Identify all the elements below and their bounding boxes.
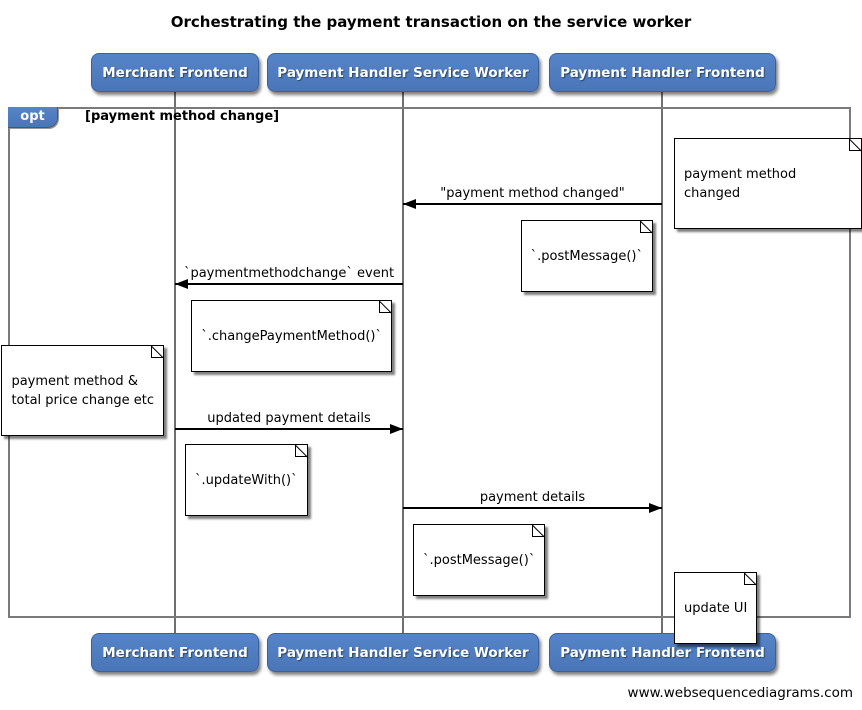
message-line bbox=[175, 424, 403, 434]
actor-bottom-payment-handler-service-worker: Payment Handler Service Worker bbox=[267, 633, 539, 672]
message-payment-details: payment details bbox=[403, 490, 662, 513]
note-text: `.postMessage()` bbox=[423, 553, 536, 568]
message-label: `paymentmethodchange` event bbox=[183, 266, 395, 281]
message-paymentmethodchange-event: `paymentmethodchange` event bbox=[175, 266, 403, 289]
note-text: `.updateWith()` bbox=[195, 473, 298, 488]
arrowhead-right-icon bbox=[390, 424, 403, 434]
note-payment-method-total-price: payment method & total price change etc bbox=[1, 345, 164, 436]
message-line bbox=[403, 503, 662, 513]
message-payment-method-changed: "payment method changed" bbox=[403, 186, 662, 209]
note-text: payment method & total price change etc bbox=[11, 374, 154, 408]
message-label: payment details bbox=[479, 490, 586, 505]
actor-top-merchant-frontend: Merchant Frontend bbox=[91, 53, 259, 92]
note-text: `.changePaymentMethod()` bbox=[201, 329, 382, 344]
note-text: update UI bbox=[684, 601, 748, 616]
websequencediagrams-watermark: www.websequencediagrams.com bbox=[627, 685, 853, 701]
note-postmessage-1: `.postMessage()` bbox=[520, 220, 653, 292]
note-fold-icon bbox=[849, 139, 861, 151]
lifeline-payment-handler-service-worker bbox=[402, 92, 404, 633]
note-text: payment method changed bbox=[684, 167, 797, 201]
message-updated-payment-details: updated payment details bbox=[175, 411, 403, 434]
message-label: "payment method changed" bbox=[440, 186, 625, 201]
note-changepaymentmethod: `.changePaymentMethod()` bbox=[191, 300, 392, 372]
note-postmessage-2: `.postMessage()` bbox=[413, 524, 546, 596]
arrowhead-left-icon bbox=[403, 199, 416, 209]
note-payment-method-changed: payment method changed bbox=[674, 138, 862, 229]
note-fold-icon bbox=[640, 221, 652, 233]
lifeline-merchant-frontend bbox=[174, 92, 176, 633]
diagram-title: Orchestrating the payment transaction on… bbox=[170, 13, 692, 31]
note-updatewith: `.updateWith()` bbox=[185, 444, 308, 516]
actor-top-payment-handler-service-worker: Payment Handler Service Worker bbox=[267, 53, 539, 92]
note-text: `.postMessage()` bbox=[530, 249, 643, 264]
message-label: updated payment details bbox=[207, 411, 371, 426]
note-fold-icon bbox=[379, 301, 391, 313]
arrowhead-left-icon bbox=[175, 279, 188, 289]
opt-guard-label: [payment method change] bbox=[85, 109, 280, 124]
actor-bottom-merchant-frontend: Merchant Frontend bbox=[91, 633, 259, 672]
arrowhead-right-icon bbox=[649, 503, 662, 513]
message-line bbox=[403, 199, 662, 209]
note-update-ui: update UI bbox=[674, 572, 758, 644]
message-line bbox=[175, 279, 403, 289]
opt-operator-tab: opt bbox=[8, 107, 58, 128]
actor-top-payment-handler-frontend: Payment Handler Frontend bbox=[549, 53, 776, 92]
note-fold-icon bbox=[532, 525, 545, 537]
note-fold-icon bbox=[744, 573, 757, 585]
lifeline-payment-handler-frontend bbox=[661, 92, 663, 633]
note-fold-icon bbox=[294, 445, 307, 457]
note-fold-icon bbox=[151, 346, 163, 358]
